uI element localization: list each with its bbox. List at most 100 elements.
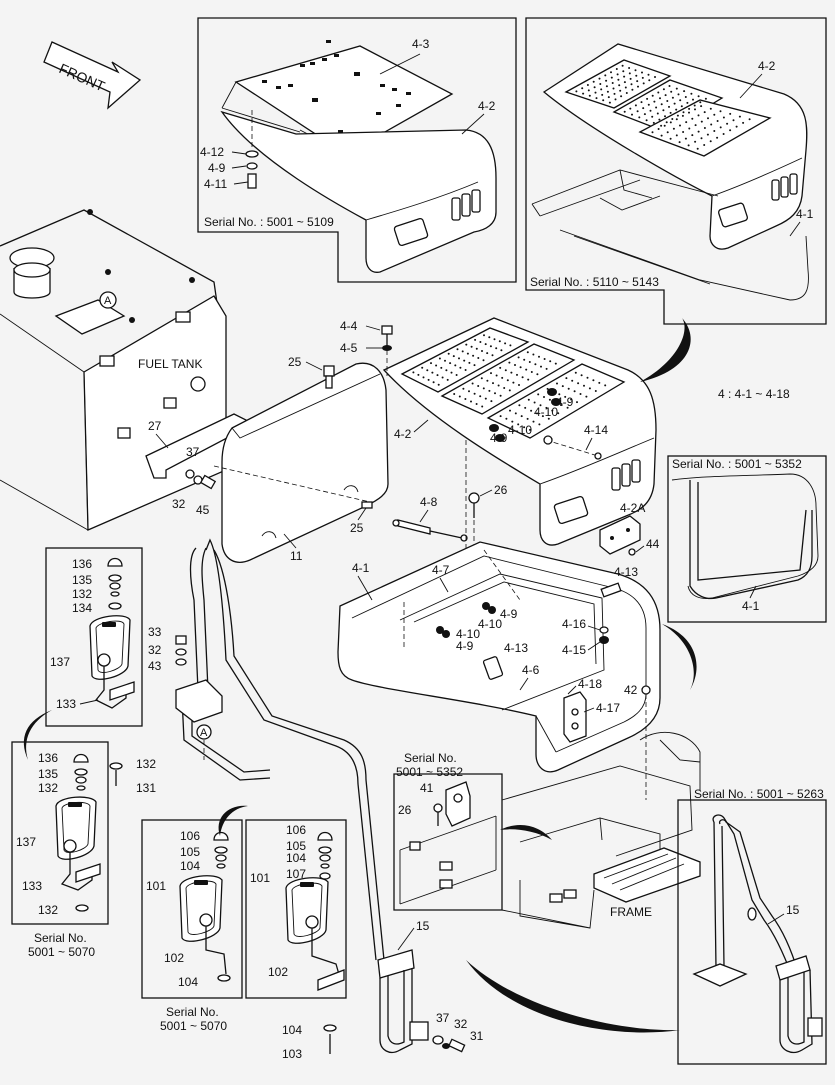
perforation-hole bbox=[497, 384, 500, 387]
perforation-hole bbox=[473, 364, 476, 367]
label-132-a: 132 bbox=[72, 587, 92, 601]
perforation-hole bbox=[461, 350, 464, 353]
perforation-hole bbox=[677, 93, 680, 96]
perforation-hole bbox=[671, 96, 674, 99]
perforation-hole bbox=[479, 395, 482, 398]
perforation-hole bbox=[480, 377, 483, 380]
perforation-hole bbox=[629, 77, 632, 80]
perforation-hole bbox=[600, 88, 603, 91]
label-31: 31 bbox=[470, 1029, 484, 1043]
perforation-hole bbox=[738, 115, 741, 118]
perforation-hole bbox=[576, 401, 578, 404]
inset-mirror-center-a: 106 105 104 101 102 104 Serial No. 5001 … bbox=[141, 819, 243, 1033]
perforation-hole bbox=[703, 144, 706, 146]
perforation-hole bbox=[604, 384, 607, 387]
perforation-hole bbox=[697, 95, 700, 98]
label-134: 134 bbox=[72, 601, 92, 615]
perforation-hole bbox=[499, 394, 502, 397]
perforation-hole bbox=[494, 392, 496, 395]
perforation-hole bbox=[729, 112, 732, 115]
perforation-hole bbox=[462, 387, 465, 390]
perforation-hole bbox=[459, 366, 462, 369]
perforation-hole bbox=[594, 91, 597, 94]
label-104-b: 104 bbox=[178, 975, 198, 989]
perforation-hole bbox=[473, 392, 476, 395]
mirror-stay-rail: A 33 32 43 132 131 15 37 32 31 104 103 bbox=[109, 538, 484, 1061]
fuel-tank: A FUEL TANK 27 37 32 45 bbox=[0, 209, 247, 531]
perforation-hole bbox=[645, 119, 648, 122]
perforation-hole bbox=[527, 378, 530, 381]
label-32-b: 32 bbox=[148, 643, 162, 657]
perforation-hole bbox=[536, 373, 539, 376]
perforation-hole bbox=[504, 342, 507, 345]
perforation-hole bbox=[675, 108, 678, 111]
perforation-hole bbox=[449, 362, 452, 365]
perforation-hole bbox=[664, 115, 666, 118]
label-133-a: 133 bbox=[56, 697, 76, 711]
perforation-hole bbox=[651, 94, 654, 97]
perforation-hole bbox=[655, 106, 658, 109]
perforation-hole bbox=[706, 133, 709, 136]
label-11: 11 bbox=[290, 549, 303, 563]
perforation-hole bbox=[676, 114, 679, 117]
perforation-hole bbox=[641, 76, 644, 79]
side-panel-11: 25 25 11 bbox=[213, 355, 389, 563]
perforation-hole bbox=[438, 357, 441, 360]
perforation-hole bbox=[658, 118, 661, 121]
inset-latch-41: Serial No. 5001 ~ 5352 41 26 bbox=[393, 751, 503, 911]
perforation-hole bbox=[690, 92, 693, 95]
perforation-hole bbox=[625, 92, 628, 94]
label-4-1-c: 4-1 bbox=[742, 599, 760, 613]
perforation-hole bbox=[630, 83, 633, 86]
perforation-hole bbox=[586, 84, 589, 86]
perforation-hole bbox=[440, 366, 443, 369]
serial-center-bottom-2: 5001 ~ 5070 bbox=[160, 1019, 227, 1033]
perforation-hole bbox=[545, 406, 548, 409]
perforation-hole bbox=[463, 359, 466, 362]
perforation-hole bbox=[549, 360, 552, 363]
perforation-hole bbox=[662, 109, 665, 112]
perforation-hole bbox=[620, 95, 623, 98]
label-4-4: 4-4 bbox=[340, 319, 358, 333]
label-102-b: 102 bbox=[268, 965, 288, 979]
perforation-hole bbox=[466, 352, 469, 355]
perforation-hole bbox=[504, 369, 507, 372]
perforation-hole bbox=[605, 79, 608, 82]
perforation-hole bbox=[637, 85, 639, 88]
perforation-hole bbox=[654, 76, 656, 78]
perforation-hole bbox=[660, 124, 663, 127]
label-4-8: 4-8 bbox=[420, 495, 438, 509]
perforation-hole bbox=[679, 99, 682, 102]
label-4-10-b: 4-10 bbox=[508, 423, 532, 437]
perforation-hole bbox=[709, 107, 712, 110]
perforation-hole bbox=[458, 395, 461, 398]
gas-strut: 4-8 26 bbox=[392, 440, 508, 620]
perforation-hole bbox=[412, 371, 415, 374]
perforation-hole bbox=[659, 97, 661, 100]
perforation-hole bbox=[664, 94, 667, 97]
label-4-10-a: 4-10 bbox=[534, 405, 558, 419]
perforation-hole bbox=[585, 395, 588, 398]
perforation-hole bbox=[536, 412, 538, 415]
perforation-hole bbox=[666, 100, 669, 102]
perforation-hole bbox=[577, 382, 580, 385]
perforation-hole bbox=[470, 400, 472, 403]
label-102-a: 102 bbox=[164, 951, 184, 965]
inset-mirror-left-bottom: 136 135 132 137 133 132 Serial No. 5001 … bbox=[11, 741, 109, 959]
perforation-hole bbox=[716, 136, 719, 139]
perforation-hole bbox=[631, 88, 634, 91]
perforation-hole bbox=[606, 90, 609, 93]
perforation-hole bbox=[669, 121, 672, 124]
leader-arcs bbox=[23, 318, 697, 1033]
label-41: 41 bbox=[420, 781, 434, 795]
perforation-hole bbox=[713, 130, 716, 132]
perforation-hole bbox=[539, 404, 542, 407]
perforation-hole bbox=[488, 389, 491, 392]
serial-top-left: Serial No. : 5001 ~ 5109 bbox=[204, 215, 334, 229]
label-104-c: 104 bbox=[282, 1023, 302, 1037]
label-45: 45 bbox=[196, 503, 210, 517]
perforation-hole bbox=[638, 116, 641, 119]
perforation-hole bbox=[526, 351, 529, 354]
perforation-hole bbox=[580, 374, 583, 377]
